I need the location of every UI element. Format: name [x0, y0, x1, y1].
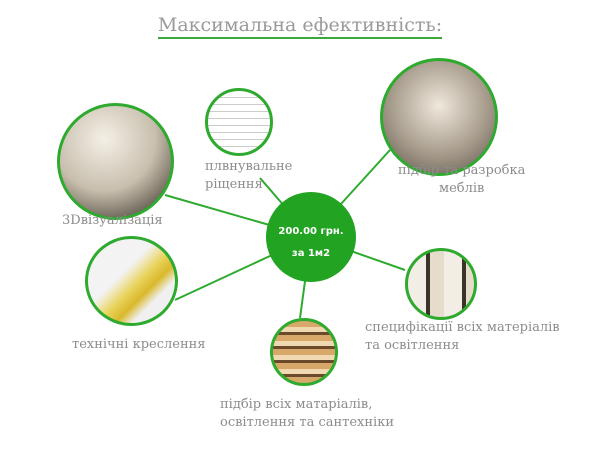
materials-image [270, 318, 338, 386]
label-line: меблів [438, 181, 485, 196]
label-line: рiщення [205, 177, 263, 192]
page-title: Максимальна ефективність: [0, 14, 600, 39]
technical-drawing-image [85, 236, 178, 326]
label-line: та освітлення [365, 338, 460, 353]
price-unit: за 1м2 [291, 248, 331, 259]
label-materials: підбір всіх матаріалів, освітлення та сан… [220, 396, 394, 432]
3d-visualization-image [57, 103, 174, 220]
label-line: підбір всіх матаріалів, [220, 397, 373, 412]
furniture-image [380, 58, 498, 176]
label-line: плвнувальне [205, 159, 293, 174]
label-specs: специфікації всіх матеріалів та освітлен… [365, 319, 560, 355]
floor-plan-image [205, 88, 273, 156]
title-text: Максимальна ефективність: [157, 14, 443, 39]
label-line: підбір та разробка [398, 163, 526, 178]
label-furniture: підбір та разробка меблів [398, 162, 525, 198]
price-circle: 200.00 грн. за 1м2 [266, 192, 356, 282]
specifications-image [405, 248, 477, 320]
price-text: 200.00 грн. [278, 226, 344, 237]
label-3d: 3Dвізуалізація [62, 213, 163, 228]
label-line: освітлення та сантехніки [220, 415, 394, 430]
label-line: специфікації всіх матеріалів [365, 320, 560, 335]
label-planning: плвнувальне рiщення [205, 158, 292, 194]
label-technical: технічні креслення [72, 337, 206, 352]
